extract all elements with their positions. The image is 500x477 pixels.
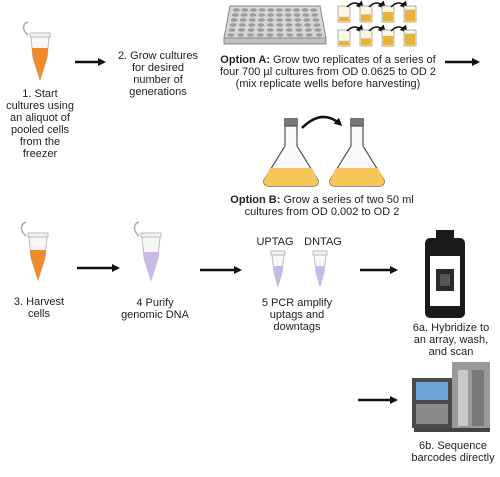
step1-label: 1. Start cultures using an aliquot of po… (6, 88, 74, 160)
flask-right-icon (329, 118, 385, 187)
plate-well (267, 18, 274, 22)
plate-well (229, 23, 237, 27)
plate-well (310, 8, 318, 12)
plate-well (293, 13, 301, 17)
dntag-tube-icon (312, 250, 328, 288)
plate-well (266, 33, 274, 37)
step4-label: 4 Purify genomic DNA (121, 297, 189, 321)
step5-label: 5 PCR amplify uptags and downtags (261, 297, 333, 333)
plate-well (247, 28, 255, 32)
small-culture-liquid (383, 36, 393, 45)
plate-well (276, 13, 283, 17)
plate-well (258, 8, 266, 12)
plate-well (295, 28, 303, 32)
small-culture-liquid (339, 16, 349, 21)
plate-well (301, 8, 309, 12)
plate-well (241, 8, 249, 12)
plate-well (258, 13, 266, 17)
option-b-text: Option B: Grow a series of two 50 ml cul… (214, 194, 430, 218)
small-culture-liquid (383, 12, 393, 21)
plate-well (238, 23, 246, 27)
plate-well (250, 8, 257, 12)
plate-well (266, 23, 274, 27)
plate-well (293, 8, 300, 12)
dna-tube-icon (133, 221, 162, 282)
plate-well (237, 33, 245, 37)
small-culture-liquid (339, 40, 349, 45)
uptag-tube-icon (270, 250, 286, 288)
plate-well (267, 8, 275, 12)
option-a-description: Grow two replicates of a series of four … (219, 54, 437, 90)
plate-well (257, 28, 265, 32)
plate-well (240, 13, 248, 17)
option-a-label: Option A: (220, 54, 270, 66)
small-culture-liquid (361, 38, 371, 45)
plate-well (313, 23, 321, 27)
microplate-icon (223, 5, 327, 45)
option-b-description: Grow a series of two 50 ml cultures from… (244, 194, 414, 218)
option-b-label: Option B: (230, 194, 281, 206)
plate-well (266, 28, 274, 32)
step6b-label: 6b. Sequence barcodes directly (411, 440, 495, 464)
plate-well (231, 13, 239, 17)
plate-well (304, 23, 312, 27)
plate-well (275, 8, 283, 12)
plate-well (249, 13, 257, 17)
flask-transfer-arrow (301, 115, 343, 129)
plate-well (285, 23, 293, 27)
plate-well (239, 18, 247, 22)
plate-well (312, 18, 320, 22)
plate-well (257, 23, 265, 27)
plate-well (232, 8, 240, 12)
plate-well (256, 33, 264, 37)
plate-well (238, 28, 245, 32)
small-culture-liquid (405, 33, 415, 45)
plate-well (267, 13, 274, 17)
plate-well (315, 33, 323, 37)
plate-well (248, 23, 256, 27)
plate-well (248, 18, 256, 22)
plate-well (227, 33, 235, 37)
small-culture-liquid (405, 9, 415, 21)
plate-well (247, 33, 254, 37)
plate-well (294, 23, 302, 27)
plate-well (296, 33, 303, 37)
plate-well (311, 13, 319, 17)
flask-left-icon (263, 118, 319, 187)
plate-well (303, 18, 311, 22)
plate-well (284, 8, 292, 12)
plate-well (305, 28, 312, 32)
plate-well (294, 18, 302, 22)
uptag-label: UPTAG (256, 236, 294, 248)
plate-well (314, 28, 322, 32)
plate-well (276, 18, 283, 22)
dntag-label: DNTAG (304, 236, 342, 248)
plate-well (285, 28, 293, 32)
sequencer-icon (412, 362, 490, 432)
step3-label: 3. Harvest cells (13, 296, 65, 320)
plate-well (257, 18, 265, 22)
plate-well (276, 33, 284, 37)
culture-tube-icon (22, 21, 51, 82)
harvest-tube-icon (20, 221, 49, 282)
plate-well (285, 18, 293, 22)
replicate-cultures-icon (337, 0, 417, 47)
plate-well (305, 33, 313, 37)
step2-label: 2. Grow cultures for desired number of g… (117, 50, 199, 98)
step6a-label: 6a. Hybridize to an array, wash, and sca… (412, 322, 490, 358)
small-culture-liquid (361, 14, 371, 21)
option-a-text: Option A: Grow two replicates of a serie… (218, 54, 438, 90)
plate-well (228, 28, 236, 32)
plate-well (276, 28, 284, 32)
plate-well (284, 13, 292, 17)
plate-well (286, 33, 294, 37)
plate-well (302, 13, 310, 17)
plate-well (276, 23, 284, 27)
plate-well (230, 18, 238, 22)
microarray-icon (425, 230, 465, 318)
